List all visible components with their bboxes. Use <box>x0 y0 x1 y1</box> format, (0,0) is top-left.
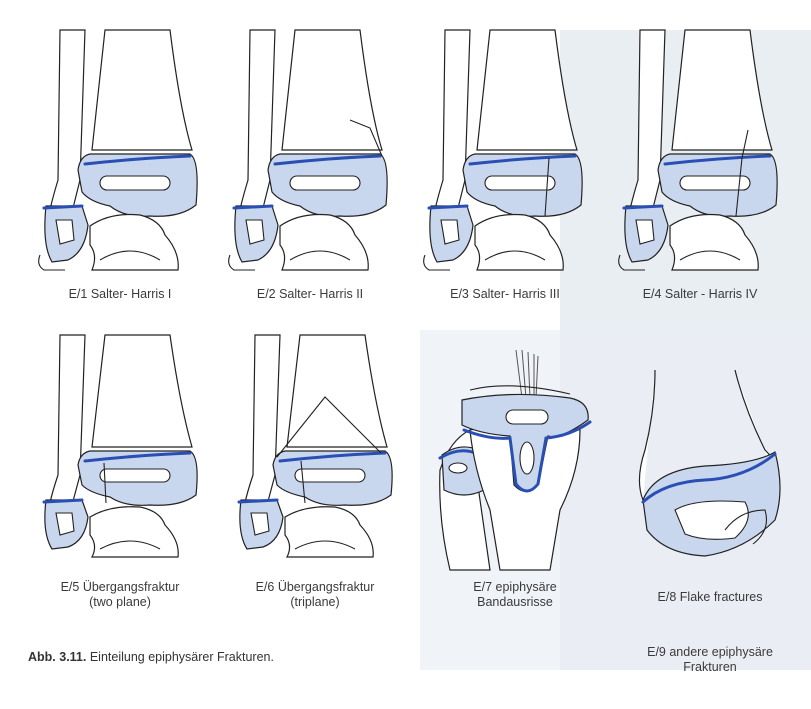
ankle-illustration-e6 <box>225 335 405 560</box>
panel-label-e7-line-1: E/7 epiphysäre <box>425 580 605 595</box>
ankle-illustration-e4 <box>610 30 790 275</box>
panel-label-e4-line-1: E/4 Salter - Harris IV <box>610 287 790 302</box>
panel-label-e6-line-2: (triplane) <box>225 595 405 610</box>
panel-label-e7-line-2: Bandausrisse <box>425 595 605 610</box>
figure-number: Abb. 3.11. <box>28 650 86 664</box>
panel-label-e8: E/8 Flake fractures <box>620 590 800 605</box>
figure-caption: Abb. 3.11. Einteilung epiphysärer Fraktu… <box>28 650 274 664</box>
panel-label-e9-line-2: Frakturen <box>620 660 800 675</box>
figure-caption-text: Einteilung epiphysärer Frakturen. <box>90 650 274 664</box>
panel-label-e6: E/6 Übergangsfraktur (triplane) <box>225 580 405 610</box>
panel-label-e4: E/4 Salter - Harris IV <box>610 287 790 302</box>
panel-label-e6-line-1: E/6 Übergangsfraktur <box>225 580 405 595</box>
panel-label-e2-line-1: E/2 Salter- Harris II <box>220 287 400 302</box>
panel-label-e3: E/3 Salter- Harris III <box>415 287 595 302</box>
panel-label-e5: E/5 Übergangsfraktur (two plane) <box>30 580 210 610</box>
ankle-illustration-e2 <box>220 30 400 275</box>
ankle-illustration-e3 <box>415 30 595 275</box>
ankle-illustration-e1 <box>30 30 210 275</box>
knee-illustration-e7 <box>430 350 605 570</box>
panel-label-e8-line-1: E/8 Flake fractures <box>620 590 800 605</box>
panel-label-e1: E/1 Salter- Harris I <box>30 287 210 302</box>
panel-label-e5-line-1: E/5 Übergangsfraktur <box>30 580 210 595</box>
panel-label-e7: E/7 epiphysäre Bandausrisse <box>425 580 605 610</box>
femoral-condyle-illustration-e8 <box>625 370 795 565</box>
panel-label-e1-line-1: E/1 Salter- Harris I <box>30 287 210 302</box>
panel-label-e9-line-1: E/9 andere epiphysäre <box>620 645 800 660</box>
ankle-illustration-e5 <box>30 335 210 560</box>
panel-label-e3-line-1: E/3 Salter- Harris III <box>415 287 595 302</box>
panel-label-e2: E/2 Salter- Harris II <box>220 287 400 302</box>
panel-label-e9: E/9 andere epiphysäre Frakturen <box>620 645 800 675</box>
panel-label-e5-line-2: (two plane) <box>30 595 210 610</box>
